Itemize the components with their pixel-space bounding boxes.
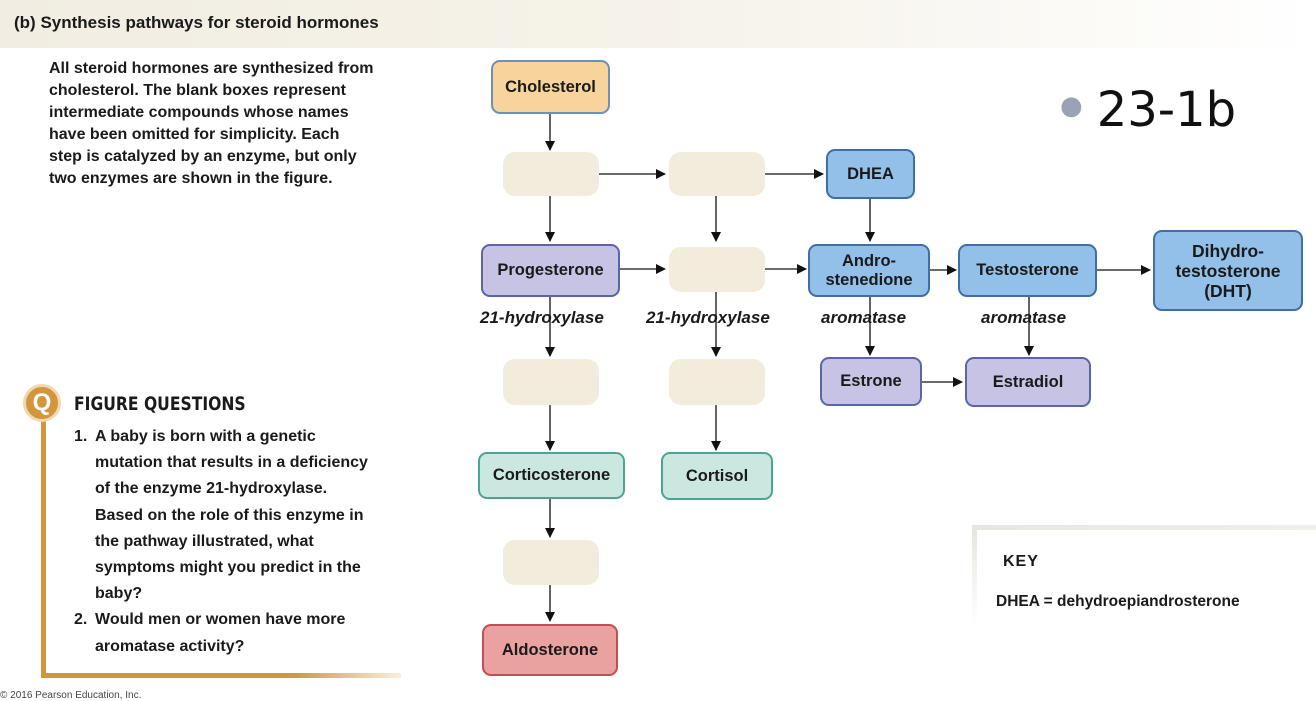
- enzyme-label-21-hydroxylase: 21-hydroxylase: [480, 308, 604, 327]
- enzyme-label-aromatase: aromatase: [821, 308, 907, 327]
- key-border: [972, 525, 1316, 530]
- node-blank-intermediate: [503, 359, 599, 405]
- figure-question-item: 1. A baby is born with a genetic mutatio…: [74, 424, 419, 607]
- enzyme-label-aromatase: aromatase: [981, 308, 1067, 327]
- figure-questions-border: [41, 405, 46, 677]
- node-blank-intermediate: [503, 152, 599, 196]
- figure-title: (b) Synthesis pathways for steroid hormo…: [14, 13, 379, 33]
- key-border: [972, 525, 977, 627]
- node-blank-intermediate: [669, 359, 765, 405]
- node-progesterone: Progesterone: [481, 244, 620, 297]
- node-cortisol: Cortisol: [661, 452, 773, 500]
- slide-label-text: 23-1b: [1096, 82, 1237, 138]
- figure-questions-border: [41, 673, 401, 678]
- enzyme-label-21-hydroxylase: 21-hydroxylase: [646, 308, 770, 327]
- question-icon: Q: [23, 384, 61, 422]
- node-blank-intermediate: [669, 152, 765, 196]
- question-number: 2.: [74, 611, 88, 629]
- node-blank-intermediate: [503, 540, 599, 585]
- question-text: Would men or women have more aromatase a…: [95, 611, 346, 655]
- node-cholesterol: Cholesterol: [491, 60, 610, 114]
- figure-questions-title: FIGURE QUESTIONS: [74, 393, 246, 415]
- slide-label: ● 23-1b: [1060, 82, 1236, 138]
- key-definition: DHEA = dehydroepiandrosterone: [996, 593, 1240, 610]
- copyright-notice: © 2016 Pearson Education, Inc.: [0, 690, 142, 701]
- figure-question-item: 2. Would men or women have more aromatas…: [74, 607, 419, 659]
- figure-questions-list: 1. A baby is born with a genetic mutatio…: [74, 424, 419, 660]
- node-testosterone: Testosterone: [958, 244, 1097, 297]
- node-dhea: DHEA: [826, 149, 915, 199]
- node-estradiol: Estradiol: [965, 357, 1091, 407]
- intro-paragraph: All steroid hormones are synthesized fro…: [49, 60, 374, 187]
- question-text: A baby is born with a genetic mutation t…: [95, 428, 368, 603]
- figure-panel-tag: (b): [14, 13, 36, 32]
- question-number: 1.: [74, 428, 88, 445]
- node-blank-intermediate: [669, 247, 765, 292]
- node-dht: Dihydro- testosterone (DHT): [1153, 230, 1303, 311]
- node-androstenedione: Andro- stenedione: [808, 244, 930, 297]
- bullet-icon: ●: [1060, 91, 1083, 121]
- node-estrone: Estrone: [820, 357, 922, 406]
- figure-title-text: Synthesis pathways for steroid hormones: [40, 13, 379, 32]
- node-aldosterone: Aldosterone: [482, 624, 618, 676]
- node-corticosterone: Corticosterone: [478, 452, 625, 499]
- figure-header: (b) Synthesis pathways for steroid hormo…: [0, 0, 1316, 48]
- key-title: KEY: [1003, 553, 1039, 570]
